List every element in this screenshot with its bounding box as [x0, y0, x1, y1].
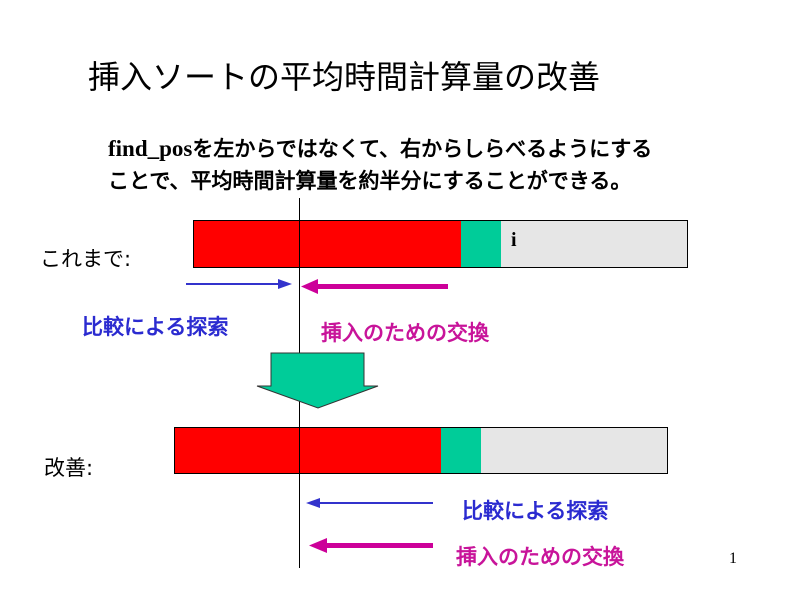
before-swap-label: 挿入のための交換 [321, 321, 489, 345]
intro-code: find_pos [108, 136, 193, 161]
intro-line-1-text: を左からではなくて、右からしらべるようにする [192, 137, 653, 161]
before-element-label: i [511, 229, 517, 251]
after-swap-arrow [309, 538, 433, 553]
after-compare-arrow [306, 498, 433, 508]
before-compare-arrow [186, 279, 292, 289]
before-swap-arrow [301, 279, 448, 294]
after-label: 改善: [44, 456, 94, 480]
after-sorted-segment [175, 428, 441, 473]
page-number: 1 [729, 550, 737, 567]
intro-line-1: find_posを左からではなくて、右からしらべるようにする [108, 133, 652, 165]
after-unsorted-segment [481, 428, 667, 473]
after-compare-label: 比較による探索 [462, 499, 609, 523]
before-unsorted-segment [501, 221, 687, 267]
intro-line-2: ことで、平均時間計算量を約半分にすることができる。 [108, 169, 632, 193]
transition-down-arrow [256, 352, 379, 409]
after-swap-label: 挿入のための交換 [456, 545, 624, 569]
before-label: これまで: [40, 247, 132, 271]
after-current-segment [441, 428, 481, 473]
before-current-segment [461, 221, 501, 267]
before-sorted-segment [194, 221, 461, 267]
before-compare-label: 比較による探索 [82, 315, 229, 339]
after-array-bar [174, 427, 668, 474]
before-array-bar [193, 220, 688, 268]
intro-text: find_posを左からではなくて、右からしらべるようにする ことで、平均時間計… [108, 133, 652, 197]
slide-title: 挿入ソートの平均時間計算量の改善 [88, 58, 601, 96]
